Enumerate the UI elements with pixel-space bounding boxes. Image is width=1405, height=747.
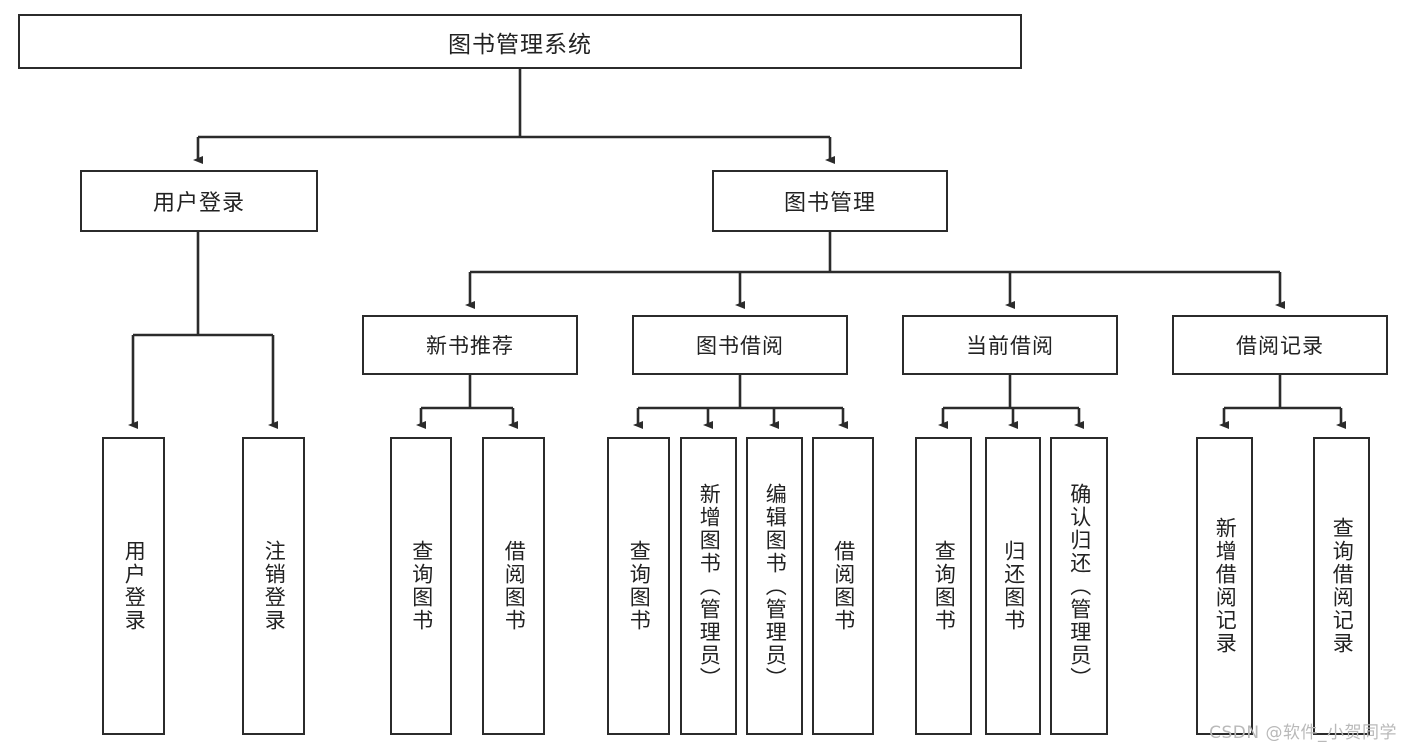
node-leaf-add-record[interactable]: 新增借阅记录 [1196,437,1253,735]
node-leaf-edit-book[interactable]: 编辑图书（管理员） [746,437,803,735]
node-leaf-add-book-label: 新增图书（管理员） [697,482,722,690]
node-new-book-recommend-label: 新书推荐 [426,334,514,358]
node-leaf-query-record[interactable]: 查询借阅记录 [1313,437,1370,735]
node-leaf-logout[interactable]: 注销登录 [242,437,305,735]
node-leaf-user-login-label: 用户登录 [122,540,147,632]
node-leaf-logout-label: 注销登录 [262,540,287,632]
node-book-borrow-label: 图书借阅 [696,334,784,358]
node-leaf-query-book-3-label: 查询图书 [932,540,957,632]
node-leaf-return-book-label: 归还图书 [1001,540,1026,632]
node-current-borrow[interactable]: 当前借阅 [902,315,1118,375]
node-leaf-confirm-return-label: 确认归还（管理员） [1067,482,1092,690]
node-new-book-recommend[interactable]: 新书推荐 [362,315,578,375]
node-user-login[interactable]: 用户登录 [80,170,318,232]
node-leaf-query-book-2[interactable]: 查询图书 [607,437,670,735]
node-book-manage[interactable]: 图书管理 [712,170,948,232]
watermark: CSDN @软件_小贺同学 [1209,723,1397,743]
node-leaf-query-book-1-label: 查询图书 [409,540,434,632]
node-leaf-query-book-3[interactable]: 查询图书 [915,437,972,735]
node-leaf-borrow-book-2[interactable]: 借阅图书 [812,437,874,735]
node-leaf-borrow-book-1[interactable]: 借阅图书 [482,437,545,735]
node-root[interactable]: 图书管理系统 [18,14,1022,69]
node-leaf-return-book[interactable]: 归还图书 [985,437,1041,735]
node-leaf-edit-book-label: 编辑图书（管理员） [763,482,788,690]
node-leaf-query-record-label: 查询借阅记录 [1330,517,1355,655]
node-leaf-borrow-book-1-label: 借阅图书 [502,540,527,632]
node-book-manage-label: 图书管理 [783,191,876,216]
node-leaf-query-book-1[interactable]: 查询图书 [390,437,452,735]
node-borrow-record[interactable]: 借阅记录 [1172,315,1388,375]
node-current-borrow-label: 当前借阅 [966,334,1054,358]
node-borrow-record-label: 借阅记录 [1236,334,1324,358]
node-root-label: 图书管理系统 [448,31,592,58]
node-leaf-user-login[interactable]: 用户登录 [102,437,165,735]
node-leaf-borrow-book-2-label: 借阅图书 [831,540,856,632]
node-book-borrow[interactable]: 图书借阅 [632,315,848,375]
node-user-login-label: 用户登录 [152,191,245,216]
node-leaf-add-book[interactable]: 新增图书（管理员） [680,437,737,735]
node-leaf-confirm-return[interactable]: 确认归还（管理员） [1050,437,1108,735]
node-leaf-add-record-label: 新增借阅记录 [1213,517,1238,655]
node-leaf-query-book-2-label: 查询图书 [627,540,652,632]
